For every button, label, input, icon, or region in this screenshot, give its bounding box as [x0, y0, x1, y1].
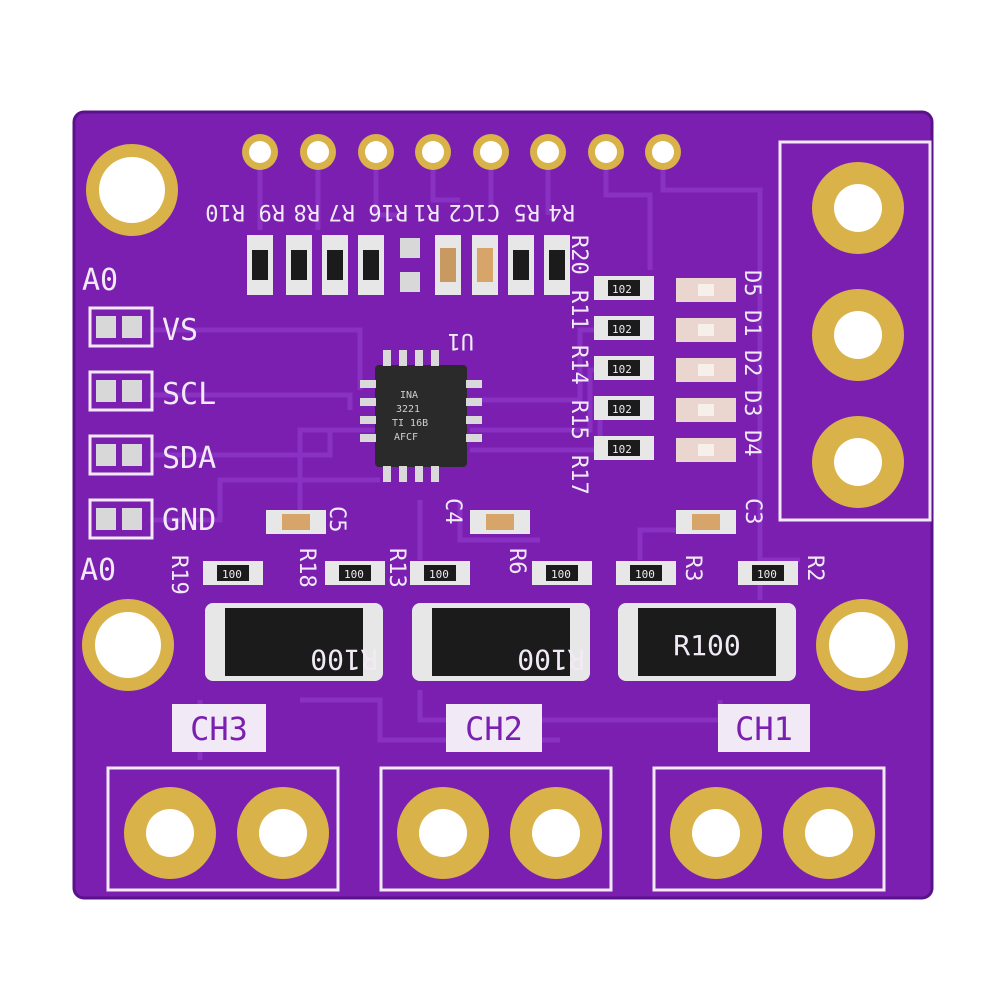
channel-label-ch1: CH1: [735, 710, 793, 748]
ic-marking-line-1: INA: [400, 390, 418, 401]
label-r16: R16: [368, 199, 408, 224]
shunt-resistors: R100 R100 R100: [205, 603, 796, 681]
ic-marking-line-2: 3221: [396, 404, 420, 415]
label-c1: C1: [474, 199, 501, 224]
label-r15: R15: [566, 400, 591, 440]
shunt-marking-ch2: R100: [517, 643, 584, 676]
ic-marking-line-3: TI 16B: [392, 418, 428, 429]
a0-label-bottom: A0: [80, 553, 116, 588]
label-r7: R7: [329, 199, 356, 224]
code-100: 100: [429, 568, 449, 581]
label-r2: R2: [802, 555, 827, 582]
pin-label-gnd: GND: [162, 503, 216, 538]
shunt-marking-ch1: R100: [673, 629, 740, 662]
code-100: 100: [757, 568, 777, 581]
bottom-terminal-outlines: [106, 766, 886, 892]
label-d2: D2: [739, 350, 764, 377]
label-r14: R14: [566, 345, 591, 385]
bottom-small-resistors: 100 100 100 100 100 100: [203, 561, 798, 585]
right-smd-array: 102 102 102 102 102: [594, 276, 736, 462]
right-terminal-pads: [812, 162, 904, 508]
shunt-marking-ch3: R100: [310, 643, 377, 676]
label-r6: R6: [504, 548, 529, 575]
ic-label: U1: [448, 328, 475, 353]
label-d5: D5: [739, 270, 764, 297]
pcb-board-edge: [72, 110, 934, 900]
code-102: 102: [612, 403, 632, 416]
label-r10: R10: [205, 199, 245, 224]
copper-traces: [150, 168, 800, 760]
code-102: 102: [612, 283, 632, 296]
label-r19: R19: [166, 555, 191, 595]
ina3221-chip: INA 3221 TI 16B AFCF: [360, 350, 482, 482]
label-d3: D3: [739, 390, 764, 417]
label-r9: R9: [259, 199, 286, 224]
label-c5: C5: [324, 506, 349, 533]
pin-label-sda: SDA: [162, 441, 216, 476]
code-102: 102: [612, 323, 632, 336]
code-100: 100: [551, 568, 571, 581]
code-100: 100: [635, 568, 655, 581]
label-r3: R3: [680, 555, 705, 582]
label-c3: C3: [740, 498, 765, 525]
label-d4: D4: [739, 430, 764, 457]
label-r11: R11: [566, 290, 591, 330]
label-r17: R17: [566, 455, 591, 495]
code-102: 102: [612, 363, 632, 376]
label-r4: R4: [549, 199, 576, 224]
mounting-holes: [82, 144, 908, 691]
channel-labels: CH3 CH2 CH1: [172, 704, 810, 752]
bottom-terminal-pads: [124, 787, 875, 879]
pin-label-vs: VS: [162, 313, 198, 348]
channel-label-ch2: CH2: [465, 710, 523, 748]
label-r20: R20: [566, 235, 591, 275]
pin-label-scl: SCL: [162, 377, 216, 412]
label-r13: R13: [384, 548, 409, 588]
code-100: 100: [222, 568, 242, 581]
channel-label-ch3: CH3: [190, 710, 248, 748]
label-r1: R1: [414, 199, 441, 224]
label-r8: R8: [294, 199, 321, 224]
label-r18: R18: [294, 548, 319, 588]
label-r5: R5: [514, 199, 541, 224]
label-c4: C4: [440, 498, 465, 525]
right-terminal-outline: [778, 140, 932, 522]
top-header-pins: [242, 134, 681, 170]
top-smd-components: [247, 235, 570, 295]
ic-marking-line-4: AFCF: [394, 432, 418, 443]
bottom-caps: [266, 510, 736, 534]
code-100: 100: [344, 568, 364, 581]
left-pin-header: [88, 306, 154, 540]
a0-label-top: A0: [82, 263, 118, 298]
label-d1: D1: [739, 310, 764, 337]
code-102: 102: [612, 443, 632, 456]
label-c2: C2: [449, 199, 476, 224]
